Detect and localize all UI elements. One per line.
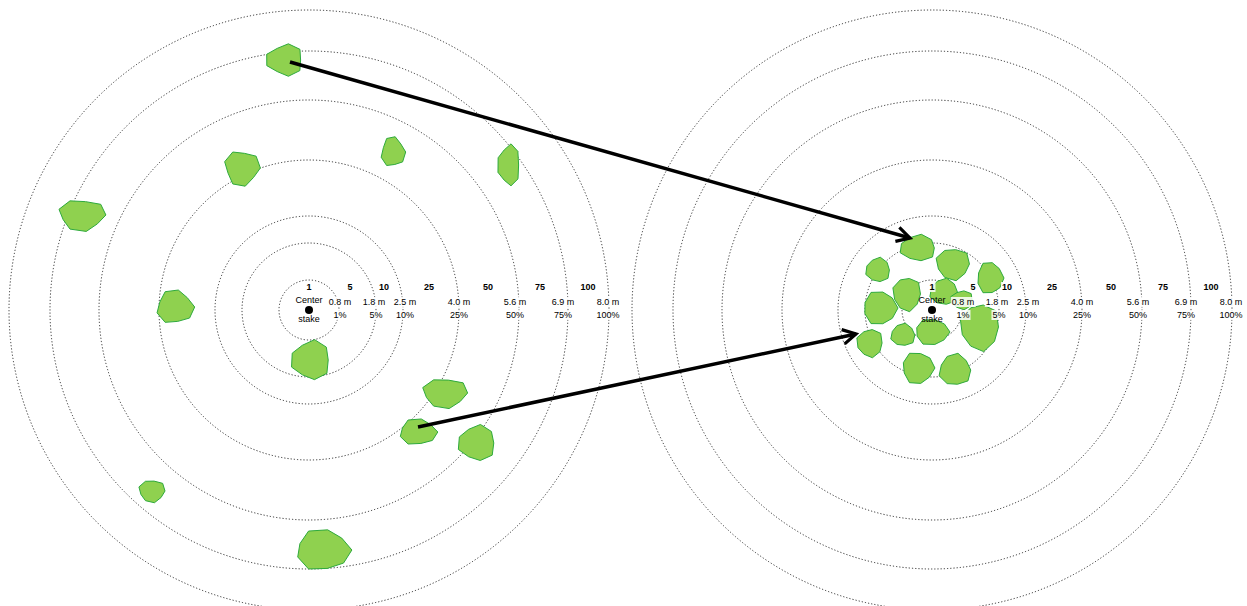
percent-label: 75% (1176, 310, 1196, 320)
radius-label: 0.8 m (951, 297, 976, 307)
plot-ring (632, 10, 1232, 606)
vegetation-patch (381, 137, 406, 166)
radius-label: 8.0 m (1219, 297, 1244, 307)
vegetation-patch (857, 330, 882, 358)
cover-class-number: 50 (482, 282, 494, 292)
radius-label: 6.9 m (1174, 297, 1199, 307)
plot-ring (865, 243, 999, 377)
plot-ring (838, 216, 1026, 404)
radius-label: 0.8 m (328, 297, 353, 307)
percent-label: 5% (368, 310, 383, 320)
vegetation-patch (157, 290, 195, 322)
cover-class-number: 75 (534, 282, 546, 292)
percent-label: 5% (991, 310, 1006, 320)
cover-class-number: 100 (1202, 282, 1219, 292)
cover-class-number: 5 (969, 282, 976, 292)
radius-label: 8.0 m (596, 297, 621, 307)
vegetation-patch (866, 257, 890, 281)
radius-label: 5.6 m (1126, 297, 1151, 307)
radius-label: 4.0 m (1070, 297, 1095, 307)
percent-label: 100% (1218, 310, 1243, 320)
radius-label: 2.5 m (393, 297, 418, 307)
plot-ring (673, 51, 1191, 569)
vegetation-patch (59, 201, 106, 232)
cover-class-number: 25 (423, 282, 435, 292)
cover-class-number: 100 (579, 282, 596, 292)
relocation-arrow (418, 334, 856, 427)
cover-class-number: 25 (1046, 282, 1058, 292)
percent-label: 10% (395, 310, 415, 320)
plot-ring (159, 160, 459, 460)
plot-ring (722, 100, 1142, 520)
plot-ring (50, 51, 568, 569)
plot-ring (215, 216, 403, 404)
percent-label: 100% (595, 310, 620, 320)
center-stake-label: Center stake (291, 291, 327, 329)
vegetation-patch (267, 44, 301, 76)
radius-label: 4.0 m (447, 297, 472, 307)
cover-class-number: 5 (346, 282, 353, 292)
relocation-arrow (290, 62, 910, 238)
plot-ring (9, 10, 609, 606)
vegetation-patch (936, 250, 969, 281)
center-stake-dot (928, 306, 936, 314)
cover-class-number: 10 (378, 282, 390, 292)
percent-label: 50% (505, 310, 525, 320)
plot-ring (99, 100, 519, 520)
percent-label: 1% (955, 310, 970, 320)
cover-class-number: 1 (928, 282, 935, 292)
vegetation-patch (139, 481, 165, 503)
cover-class-number: 1 (305, 282, 312, 292)
vegetation-patch (423, 380, 468, 409)
plot-ring (782, 160, 1082, 460)
center-stake-dot (305, 306, 313, 314)
vegetation-patch (298, 530, 352, 569)
cover-class-number: 75 (1157, 282, 1169, 292)
vegetation-patch (458, 424, 493, 460)
vegetation-patch (225, 152, 261, 186)
cover-class-number: 10 (1001, 282, 1013, 292)
percent-label: 75% (553, 310, 573, 320)
percent-label: 1% (332, 310, 347, 320)
percent-label: 50% (1128, 310, 1148, 320)
vegetation-patch (903, 353, 935, 383)
radius-label: 5.6 m (503, 297, 528, 307)
radius-label: 1.8 m (985, 297, 1010, 307)
percent-label: 25% (449, 310, 469, 320)
percent-label: 10% (1018, 310, 1038, 320)
cover-class-number: 50 (1105, 282, 1117, 292)
radius-label: 2.5 m (1016, 297, 1041, 307)
center-stake-label: Center stake (914, 291, 950, 329)
vegetation-patch (292, 340, 329, 380)
vegetation-patch (865, 292, 898, 324)
vegetation-patch (939, 353, 971, 384)
radius-label: 1.8 m (362, 297, 387, 307)
plot-ring (279, 280, 339, 340)
percent-label: 25% (1072, 310, 1092, 320)
vegetation-patch (891, 323, 915, 345)
radius-label: 6.9 m (551, 297, 576, 307)
vegetation-patch (498, 144, 519, 186)
